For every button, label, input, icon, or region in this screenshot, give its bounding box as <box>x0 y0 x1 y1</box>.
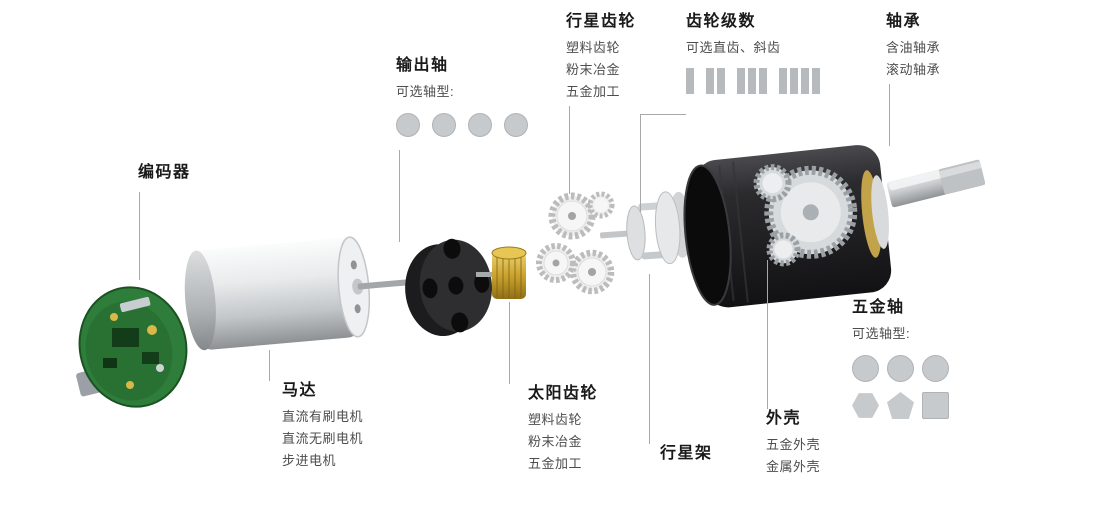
planet-carrier-part <box>599 191 692 265</box>
shaft-shape-circle-icon <box>922 355 949 382</box>
label-metal-shaft: 五金轴 可选轴型: <box>852 298 949 419</box>
shaft-shape-circle-icon <box>432 113 456 137</box>
label-motor: 马达 直流有刷电机 直流无刷电机 步进电机 <box>282 381 363 472</box>
housing-item: 五金外壳 <box>766 437 821 452</box>
planet-gear-item: 五金加工 <box>566 84 621 99</box>
planet-carrier-title: 行星架 <box>660 445 713 462</box>
leader-line-motor <box>269 350 270 381</box>
sun-gear-part <box>476 246 527 299</box>
shaft-shape-hexagon-icon <box>852 393 879 418</box>
encoder-title: 编码器 <box>138 164 191 181</box>
planet-gears-part <box>536 191 615 295</box>
gear-stages-subtitle: 可选直齿、斜齿 <box>686 40 781 55</box>
sun-gear-item: 塑料齿轮 <box>528 412 583 427</box>
planet-gear-item: 塑料齿轮 <box>566 40 621 55</box>
shaft-shape-circle-icon <box>396 113 420 137</box>
leader-line-output-shaft <box>399 150 400 242</box>
shaft-shape-pentagon-icon <box>887 392 914 419</box>
leader-line-gear-stages-h <box>640 114 686 115</box>
leader-line-gear-stages-v <box>640 114 641 212</box>
encoder-pcb-part <box>76 286 188 408</box>
shaft-shape-circle-icon <box>887 355 914 382</box>
label-sun-gear: 太阳齿轮 塑料齿轮 粉末冶金 五金加工 <box>528 384 598 475</box>
shaft-shape-circle-icon <box>504 113 528 137</box>
output-shaft-title: 输出轴 <box>396 57 449 74</box>
metal-shaft-shape-options-row1 <box>852 355 949 382</box>
bearing-item: 滚动轴承 <box>886 62 941 77</box>
shaft-shape-circle-icon <box>468 113 492 137</box>
sun-gear-title: 太阳齿轮 <box>528 385 599 402</box>
housing-item: 金属外壳 <box>766 459 821 474</box>
leader-line-sun-gear <box>509 302 510 384</box>
motor-item: 步进电机 <box>282 453 337 468</box>
leader-line-bearing <box>889 84 890 146</box>
leader-line-planet-carrier <box>649 274 650 444</box>
gear-stage-options <box>686 68 820 94</box>
gearbox-housing-part <box>683 145 892 308</box>
leader-line-planet-gear <box>569 106 570 194</box>
label-encoder: 编码器 <box>138 163 191 188</box>
label-planet-gear: 行星齿轮 塑料齿轮 粉末冶金 五金加工 <box>566 12 636 103</box>
bearing-title: 轴承 <box>886 13 922 30</box>
sun-gear-item: 五金加工 <box>528 456 583 471</box>
gear-stages-title: 齿轮级数 <box>686 13 757 30</box>
motor-part <box>184 236 408 351</box>
front-flange-part <box>405 238 492 337</box>
label-housing: 外壳 五金外壳 金属外壳 <box>766 409 820 478</box>
planet-gear-item: 粉末冶金 <box>566 62 621 77</box>
stage-1-bars-icon <box>686 68 694 94</box>
shaft-shape-circle-icon <box>852 355 879 382</box>
bearing-item: 含油轴承 <box>886 40 941 55</box>
output-shaft-part <box>886 159 986 208</box>
output-shaft-subtitle: 可选轴型: <box>396 84 455 99</box>
stage-4-bars-icon <box>779 68 820 94</box>
stage-2-bars-icon <box>706 68 725 94</box>
label-planet-carrier: 行星架 <box>660 444 713 469</box>
leader-line-housing <box>767 260 768 409</box>
motor-item: 直流无刷电机 <box>282 431 364 446</box>
label-output-shaft: 输出轴 可选轴型: <box>396 56 528 137</box>
leader-line-encoder <box>139 192 140 280</box>
shaft-shape-square-icon <box>922 392 949 419</box>
motor-title: 马达 <box>282 382 318 399</box>
metal-shaft-subtitle: 可选轴型: <box>852 326 911 341</box>
planet-gear-title: 行星齿轮 <box>566 13 637 30</box>
metal-shaft-shape-options-row2 <box>852 392 949 419</box>
output-shaft-shape-options <box>396 113 528 137</box>
metal-shaft-title: 五金轴 <box>852 299 905 316</box>
label-bearing: 轴承 含油轴承 滚动轴承 <box>886 12 940 81</box>
stage-3-bars-icon <box>737 68 767 94</box>
label-gear-stages: 齿轮级数 可选直齿、斜齿 <box>686 12 820 94</box>
motor-item: 直流有刷电机 <box>282 409 364 424</box>
housing-title: 外壳 <box>766 410 802 427</box>
sun-gear-item: 粉末冶金 <box>528 434 583 449</box>
